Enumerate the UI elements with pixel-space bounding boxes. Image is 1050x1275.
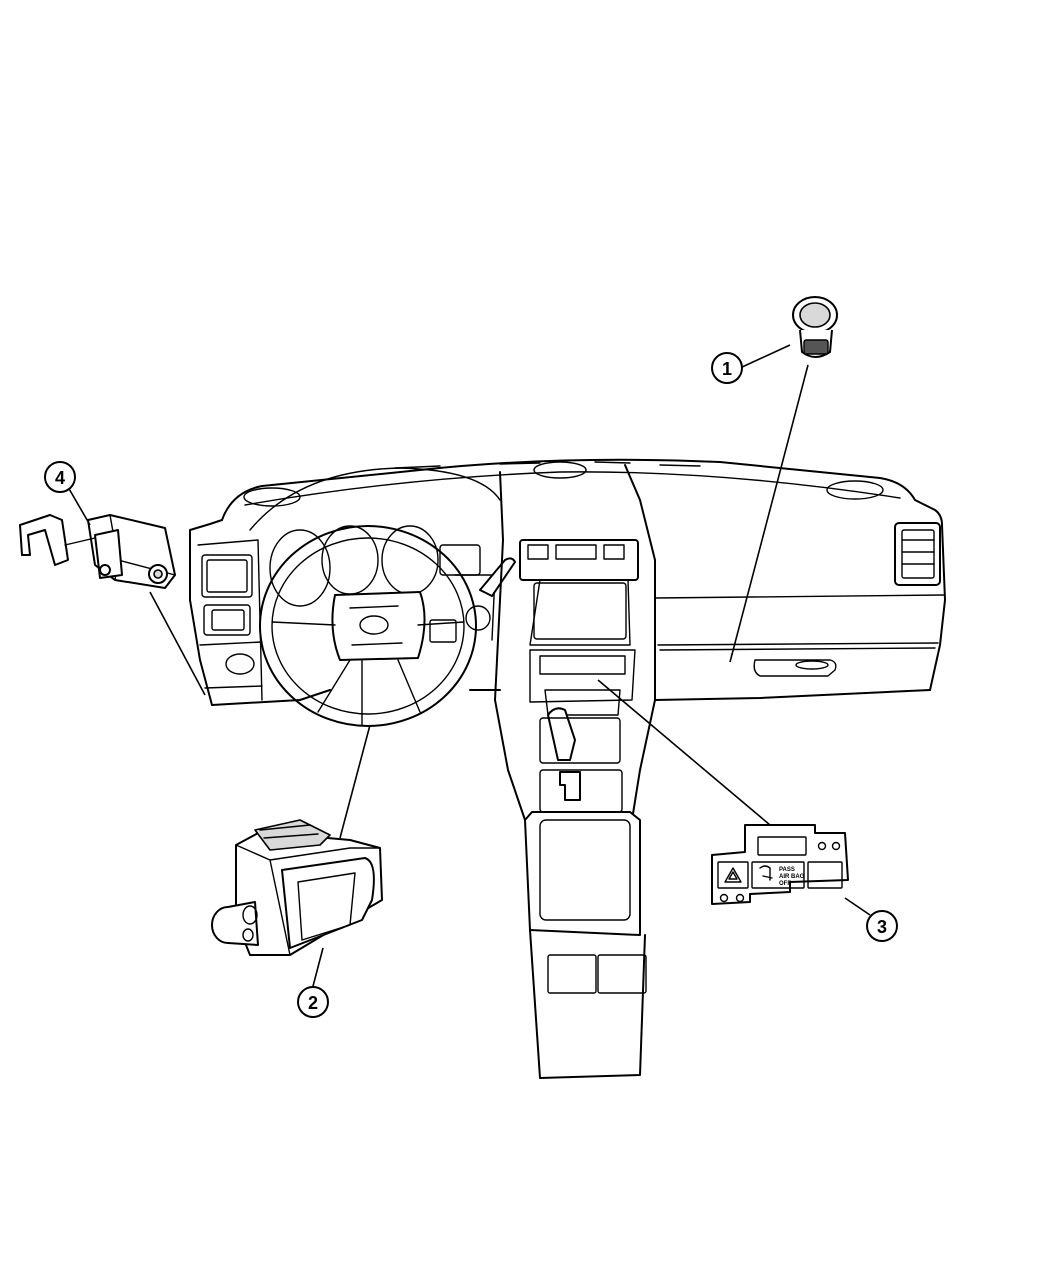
- part-4-bracket-switch: [19, 514, 176, 589]
- center-stack: [494, 464, 656, 1079]
- callout-3-label: 3: [877, 917, 887, 937]
- callout-3: 3: [866, 910, 898, 942]
- panel-text-line3: OFF: [779, 881, 791, 887]
- callout-2-label: 2: [308, 993, 318, 1013]
- callout-1: 1: [711, 352, 743, 384]
- hazard-triangle-icon: [724, 867, 742, 883]
- panel-text-line1: PASS: [779, 867, 795, 873]
- part-2-knob-switch: [211, 819, 383, 956]
- panel-text-line2: AIR BAG: [779, 874, 805, 880]
- callout-2: 2: [297, 986, 329, 1018]
- instrument-panel: [189, 458, 946, 706]
- airbag-icon: [759, 865, 773, 881]
- callout-4-label: 4: [55, 468, 65, 488]
- leader-lines: [67, 344, 871, 991]
- callout-4: 4: [44, 461, 76, 493]
- part-3-hazard-panel: PASS AIR BAG OFF: [711, 824, 849, 905]
- part-1-push-switch: [792, 296, 838, 358]
- steering-wheel: [259, 525, 516, 727]
- callout-1-label: 1: [722, 359, 732, 379]
